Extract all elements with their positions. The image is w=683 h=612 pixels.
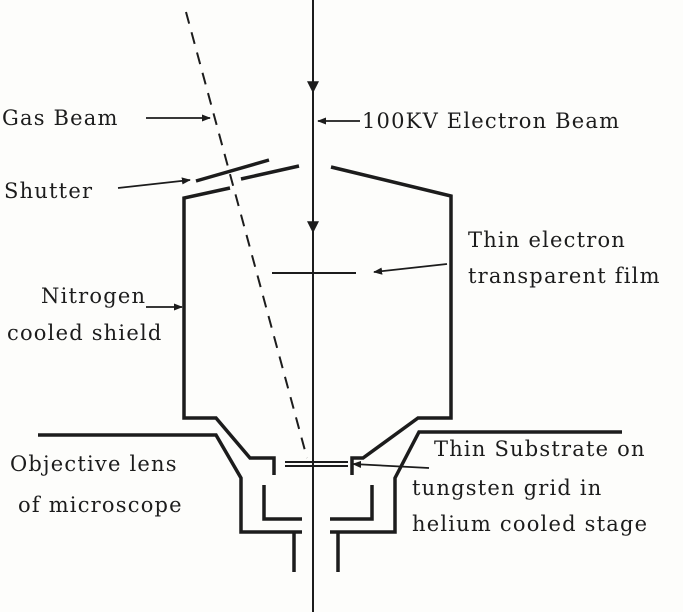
shield-label-line1: Nitrogen [41, 284, 147, 308]
thin-film-label-line1: Thin electron [468, 228, 627, 252]
substrate-label-line2: tungsten grid in [412, 476, 603, 500]
shield-left-wall [240, 164, 300, 181]
substrate-pointer [352, 460, 430, 469]
electron-beam-label: 100KV Electron Beam [362, 109, 621, 133]
substrate-label-line1: Thin Substrate on [434, 437, 646, 461]
shield-left-body [182, 186, 276, 475]
objective-lens-label-line2: of microscope [18, 493, 183, 517]
gas-beam-label: Gas Beam [2, 106, 119, 130]
shield-label-line2: cooled shield [7, 321, 163, 345]
gas-beam-path [185, 11, 308, 459]
shutter-pointer [117, 177, 191, 189]
shield-right-body [330, 165, 453, 475]
objective-lens-label-line1: Objective lens [10, 452, 178, 476]
shutter-blade [195, 158, 270, 183]
objective-lens-left-inner [262, 485, 302, 521]
objective-lens-left [38, 433, 302, 534]
thin-film-pointer [373, 263, 448, 275]
objective-lens-right-inner [330, 485, 374, 521]
shutter-label: Shutter [4, 179, 94, 203]
substrate-label-line3: helium cooled stage [412, 512, 649, 536]
objective-lens-right [330, 430, 622, 534]
thin-film-label-line2: transparent film [468, 264, 661, 288]
